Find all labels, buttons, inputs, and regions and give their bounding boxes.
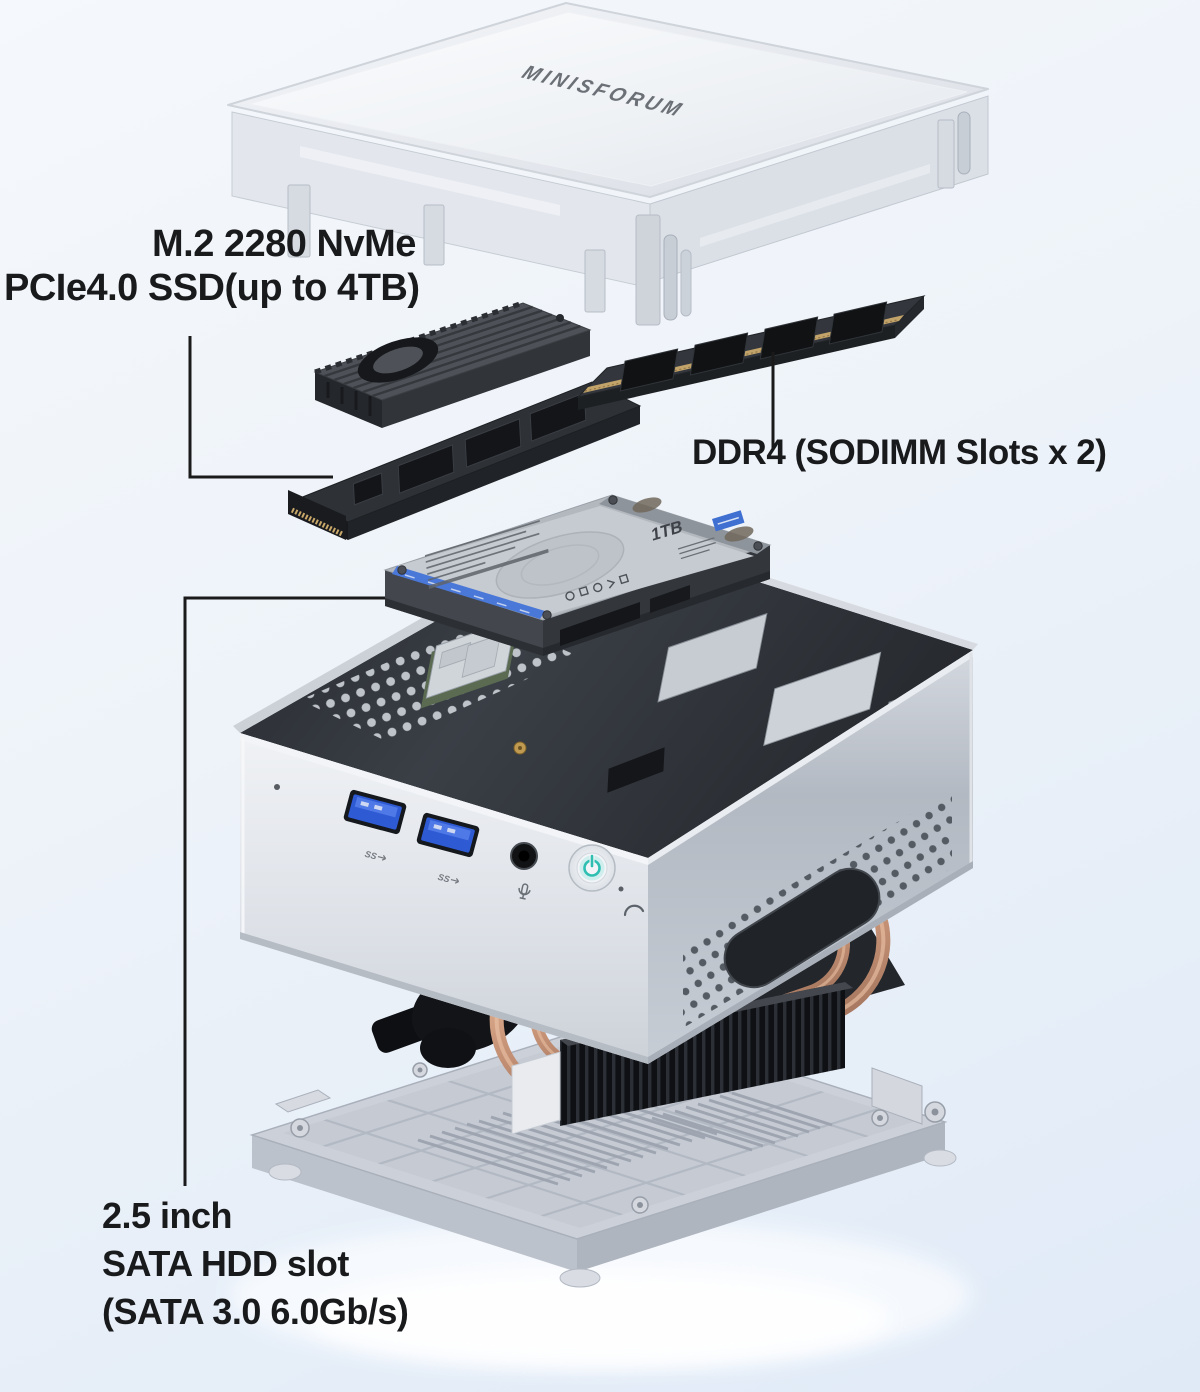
usb-port-2 — [416, 812, 480, 858]
chassis: SS SS — [233, 523, 978, 1064]
m2-nvme-ssd — [288, 381, 642, 540]
usb-superspeed-mark-2: SS — [437, 872, 451, 885]
usb-port-1 — [343, 789, 407, 835]
headphone-icon — [623, 904, 645, 917]
power-icon — [579, 854, 605, 881]
ssd-leader-line — [188, 336, 333, 479]
power-button — [568, 844, 616, 892]
ssd-connector — [288, 490, 346, 540]
ssd-label-line2: PCIe4.0 SSD(up to 4TB) — [4, 267, 420, 309]
hdd-label: 2.5 inch SATA HDD slot (SATA 3.0 6.0Gb/s… — [102, 1192, 409, 1336]
hdd-label-line1: 2.5 inch — [102, 1195, 233, 1236]
usb-superspeed-mark-1: SS — [364, 849, 378, 862]
heatsink-fan-opening — [357, 337, 439, 383]
ssd-label-line1: M.2 2280 NvMe — [152, 223, 416, 265]
cover-mounting-legs — [287, 111, 971, 326]
hdd-label-line2: SATA HDD slot — [102, 1243, 349, 1284]
side-handle-cutout — [723, 867, 881, 989]
mic-icon — [518, 883, 531, 900]
hdd-label-line3: (SATA 3.0 6.0Gb/s) — [102, 1291, 409, 1332]
m2-ssd-heatsink — [313, 300, 592, 428]
ddr4-ram-module — [576, 295, 926, 410]
hdd-leader-line — [183, 596, 470, 1186]
sata-hdd: 1TB — [383, 494, 772, 656]
audio-jack — [510, 842, 538, 870]
ram-label: DDR4 (SODIMM Slots x 2) — [692, 433, 1107, 472]
leader-lines — [183, 336, 775, 1186]
reset-pinhole — [274, 784, 280, 790]
top-cover: MINISFORUM — [227, 2, 989, 326]
cpu-fin-stack — [560, 982, 845, 1126]
